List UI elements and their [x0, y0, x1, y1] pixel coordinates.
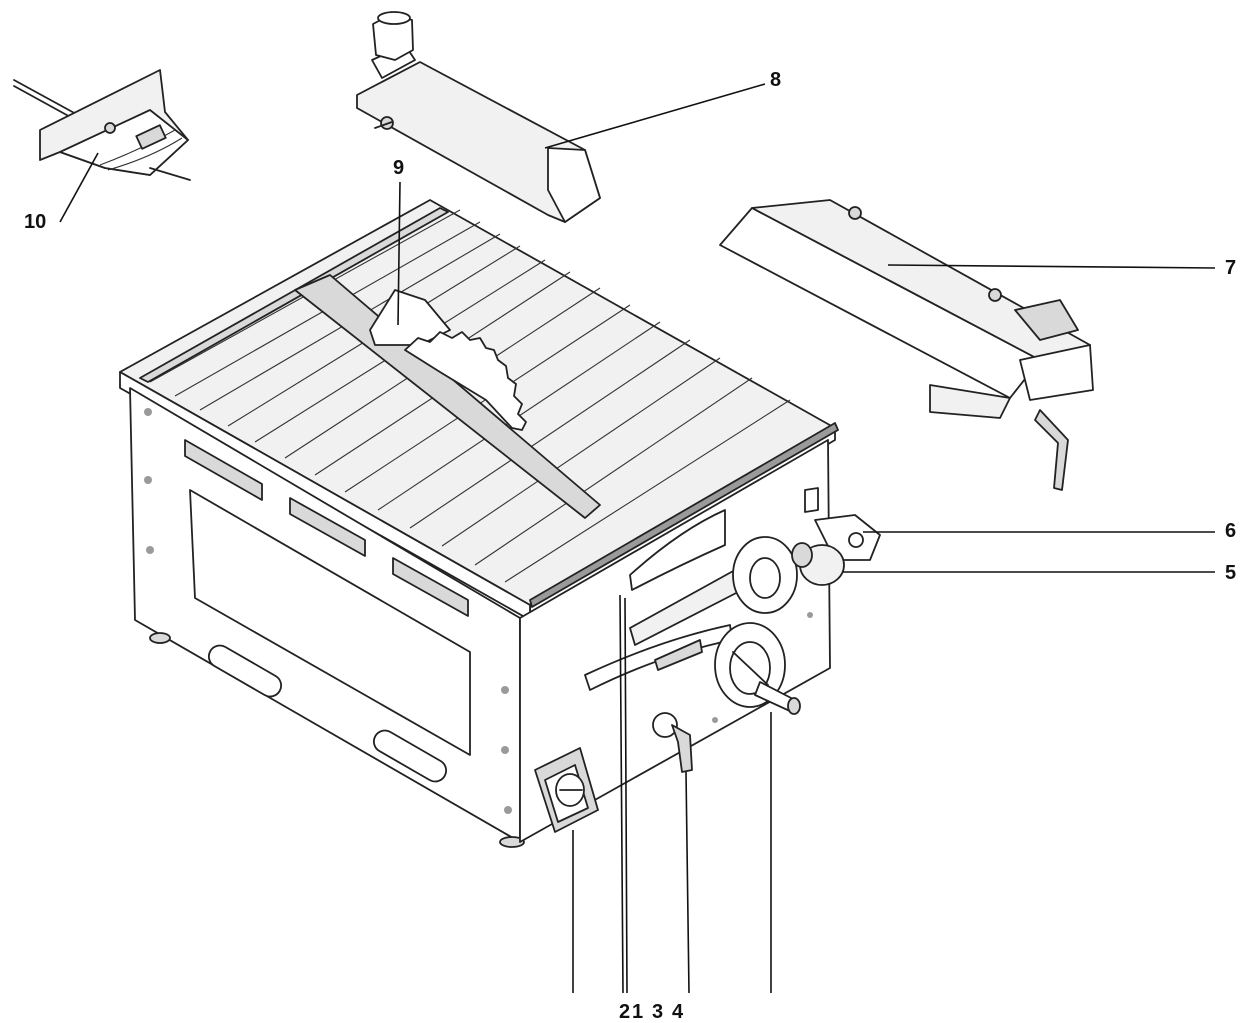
saw-left-panel — [129, 387, 525, 848]
callout-8: 8 — [770, 69, 782, 91]
rip-fence-part — [719, 199, 1094, 491]
bevel-lock-assembly — [732, 514, 881, 614]
mitre-gauge-part — [13, 69, 191, 181]
callout-7: 7 — [1225, 257, 1237, 279]
leader-10 — [59, 152, 99, 223]
callout-3: 3 — [652, 1001, 664, 1023]
saw-table-top — [119, 199, 839, 621]
callout-2: 2 — [619, 1001, 631, 1023]
leader-2b — [624, 597, 628, 994]
callout-10: 10 — [24, 211, 47, 233]
callout-9: 9 — [393, 157, 405, 179]
leader-3 — [685, 771, 690, 994]
callout-6: 6 — [1225, 520, 1237, 542]
saw-front-panel — [519, 439, 881, 843]
callout-4: 4 — [672, 1001, 684, 1023]
saw-blade — [404, 331, 527, 431]
callout-1: 1 — [632, 1001, 644, 1023]
lock-lever — [652, 712, 693, 773]
callout-5: 5 — [1225, 562, 1237, 584]
leader-9 — [397, 181, 401, 326]
blade-guard-part — [356, 11, 601, 223]
leader-lines — [59, 83, 1216, 994]
leader-7 — [887, 264, 1216, 269]
mitre-gauge-rod — [13, 79, 79, 116]
side-window — [189, 489, 471, 756]
on-off-switch — [534, 747, 599, 833]
leader-8 — [544, 83, 766, 149]
riving-knife — [369, 289, 451, 346]
leader-2 — [619, 594, 624, 994]
height-handwheel — [714, 622, 801, 715]
